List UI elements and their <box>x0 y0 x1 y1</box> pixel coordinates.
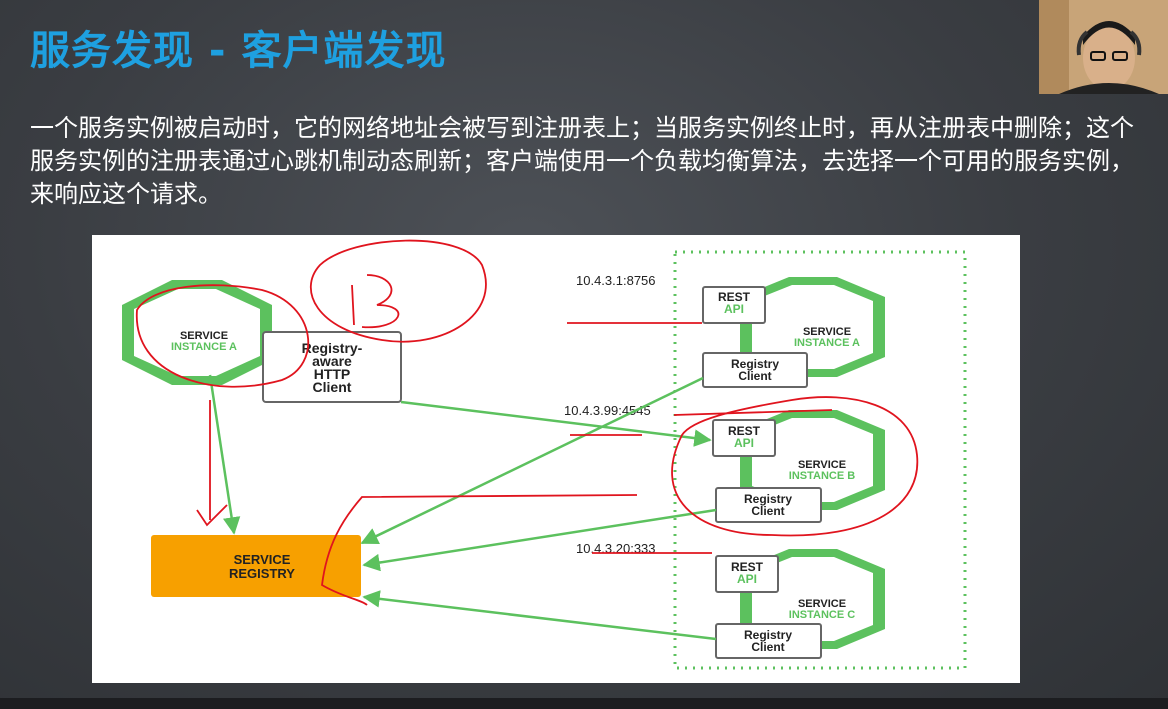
svg-text:Registry-: Registry- <box>302 340 363 356</box>
svg-text:SERVICE: SERVICE <box>798 459 846 471</box>
arrow-client-to-registry <box>208 374 241 535</box>
svg-text:INSTANCE A: INSTANCE A <box>794 337 860 349</box>
client-service-hexagon: SERVICE INSTANCE A <box>122 280 272 385</box>
instances-container <box>673 250 967 670</box>
svg-text:INSTANCE C: INSTANCE C <box>789 609 855 621</box>
svg-text:Client: Client <box>738 369 771 383</box>
arrow-regB-to-registry <box>362 508 717 572</box>
slide-title: 服务发现 - 客户端发现 <box>30 28 447 74</box>
instance-b: 10.4.3.99:4545 SERVICE INSTANCE B REST A… <box>564 403 885 523</box>
webcam-overlay <box>1039 0 1168 94</box>
svg-text:Client: Client <box>751 504 784 518</box>
connection-arrows <box>208 374 717 641</box>
svg-text:Registry: Registry <box>744 492 792 506</box>
svg-text:REST: REST <box>718 290 751 304</box>
instance-a: 10.4.3.1:8756 SERVICE INSTANCE A REST AP… <box>576 273 885 388</box>
instance-c: 10.4.3.20:333 SERVICE INSTANCE C REST AP… <box>576 541 885 659</box>
red-annotations <box>136 239 919 606</box>
svg-text:Client: Client <box>313 379 352 395</box>
svg-text:API: API <box>724 302 744 316</box>
svg-text:REST: REST <box>731 560 764 574</box>
service-discovery-diagram: SERVICE INSTANCE A Registry- aware HTTP … <box>92 235 1020 683</box>
client-service-label: SERVICE <box>180 330 228 342</box>
svg-text:REST: REST <box>728 424 761 438</box>
svg-text:SERVICE: SERVICE <box>803 326 851 338</box>
slide-paragraph: 一个服务实例被启动时，它的网络地址会被写到注册表上；当服务实例终止时，再从注册表… <box>30 114 1134 208</box>
svg-text:REGISTRY: REGISTRY <box>229 566 295 581</box>
service-registry-box: SERVICE REGISTRY <box>151 535 361 597</box>
http-client-box: Registry- aware HTTP Client <box>262 331 402 403</box>
svg-text:API: API <box>734 436 754 450</box>
svg-text:SERVICE: SERVICE <box>234 552 291 567</box>
svg-text:Registry: Registry <box>744 628 792 642</box>
diagram-canvas: SERVICE INSTANCE A Registry- aware HTTP … <box>122 239 967 670</box>
svg-text:aware: aware <box>312 353 352 369</box>
svg-text:HTTP: HTTP <box>314 366 351 382</box>
arrow-http-to-instance-b <box>400 400 712 447</box>
svg-text:Registry: Registry <box>731 357 779 371</box>
arrow-regA-to-registry <box>360 376 704 545</box>
presenter-avatar <box>1039 0 1168 94</box>
svg-text:SERVICE: SERVICE <box>798 598 846 610</box>
client-service-instance-label: INSTANCE A <box>171 341 237 353</box>
svg-text:Client: Client <box>751 640 784 654</box>
svg-text:API: API <box>737 572 757 586</box>
bottom-bar <box>0 698 1168 709</box>
svg-text:INSTANCE B: INSTANCE B <box>789 470 855 482</box>
instance-a-ip: 10.4.3.1:8756 <box>576 273 656 288</box>
arrow-regC-to-registry <box>362 590 717 641</box>
